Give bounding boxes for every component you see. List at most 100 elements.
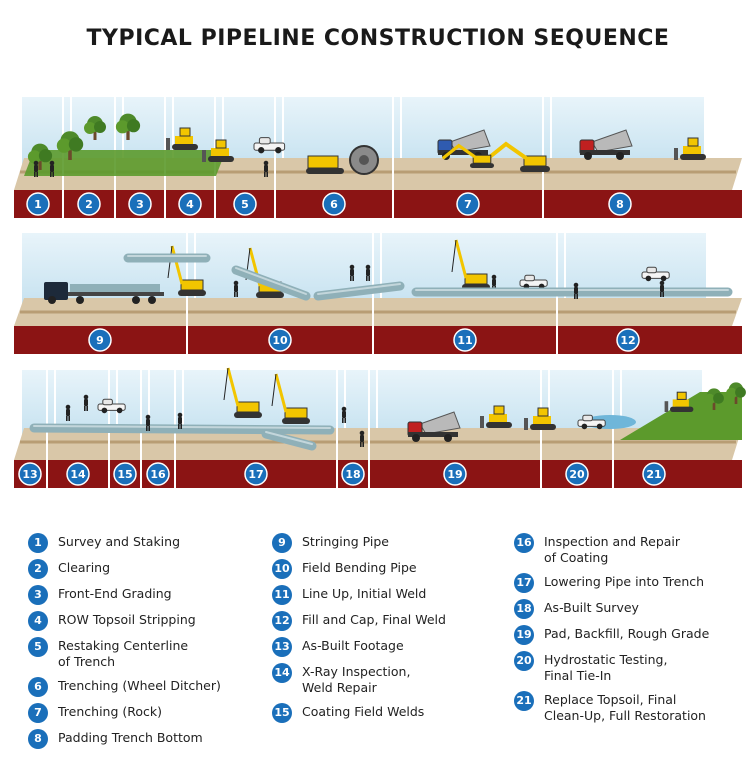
sky-panel xyxy=(346,370,376,436)
legend-number-badge: 10 xyxy=(272,559,292,579)
legend-label: As-Built Footage xyxy=(302,638,404,653)
step-number: 8 xyxy=(616,198,624,211)
tree-icon xyxy=(704,388,724,410)
legend-number-badge: 3 xyxy=(28,585,48,605)
worker-figure xyxy=(49,160,55,177)
step-number: 11 xyxy=(457,334,472,347)
step-badge-circle xyxy=(565,462,589,486)
bulldozer-icon xyxy=(664,391,694,412)
wheel-ditcher-icon xyxy=(306,145,379,175)
step-badge-8: 8 xyxy=(608,192,632,216)
step-number: 9 xyxy=(96,334,104,347)
legend-number-badge: 7 xyxy=(28,703,48,723)
step-badge-21: 21 xyxy=(642,462,666,486)
legend-label: Fill and Cap, Final Weld xyxy=(302,612,446,627)
step-badge-13: 13 xyxy=(18,462,42,486)
tree-icon xyxy=(84,116,106,140)
dump-truck-icon xyxy=(437,129,491,160)
step-badge-circle xyxy=(443,462,467,486)
step-badge-circle xyxy=(146,462,170,486)
legend-label: Stringing Pipe xyxy=(302,534,389,549)
sideboom-crane-icon xyxy=(271,373,310,424)
worker-figure xyxy=(573,282,579,299)
step-badge-circle xyxy=(642,462,666,486)
legend-number-badge: 5 xyxy=(28,637,48,657)
pickup-truck-icon xyxy=(577,414,606,430)
step-badge-15: 15 xyxy=(113,462,137,486)
step-badge-circle xyxy=(233,192,257,216)
pipe-highlight xyxy=(317,283,401,295)
step-badge-circle xyxy=(88,328,112,352)
step-badge-2: 2 xyxy=(77,192,101,216)
pickup-truck-icon xyxy=(97,398,126,414)
step-number: 1 xyxy=(34,198,42,211)
worker-figure xyxy=(233,280,239,297)
step-badge-18: 18 xyxy=(341,462,365,486)
pipe-segment xyxy=(231,265,311,301)
legend-label: Line Up, Initial Weld xyxy=(302,586,427,601)
legend-item-14: 14 X-Ray Inspection, Weld Repair xyxy=(272,663,446,696)
legend-label: Restaking Centerline of Trench xyxy=(58,638,189,669)
step-badge-12: 12 xyxy=(616,328,640,352)
sky-panel xyxy=(224,97,282,166)
ground-strip xyxy=(14,428,742,460)
dump-truck-icon xyxy=(407,411,461,442)
legend-label: Field Bending Pipe xyxy=(302,560,417,575)
legend-item-9: 9 Stringing Pipe xyxy=(272,533,446,553)
legend-label: Pad, Backfill, Rough Grade xyxy=(544,626,710,641)
step-badge-6: 6 xyxy=(322,192,346,216)
legend-label: Coating Field Welds xyxy=(302,704,425,719)
step-badge-circle xyxy=(113,462,137,486)
pickup-truck-icon xyxy=(641,266,670,282)
step-number: 7 xyxy=(464,198,472,211)
worker-figure xyxy=(359,430,365,447)
step-number: 6 xyxy=(330,198,338,211)
bulldozer-icon xyxy=(166,127,198,150)
legend-number-badge: 6 xyxy=(28,677,48,697)
step-badge-5: 5 xyxy=(233,192,257,216)
worker-figure xyxy=(33,160,39,177)
legend-label: Inspection and Repair of Coating xyxy=(544,534,681,565)
worker-figure xyxy=(83,394,89,411)
legend-number-badge: 2 xyxy=(28,559,48,579)
legend-label: Padding Trench Bottom xyxy=(58,730,203,745)
step-badge-10: 10 xyxy=(268,328,292,352)
excavator-icon xyxy=(484,141,550,172)
step-badge-circle xyxy=(453,328,477,352)
bulldozer-icon xyxy=(524,407,556,430)
bulldozer-icon xyxy=(480,405,512,428)
step-number: 18 xyxy=(345,468,360,481)
legend-label: Hydrostatic Testing, Final Tie-In xyxy=(544,652,668,683)
soil-band xyxy=(14,190,742,218)
step-badge-circle xyxy=(26,192,50,216)
pipe-highlight xyxy=(235,267,307,295)
step-number: 2 xyxy=(85,198,93,211)
step-badge-16: 16 xyxy=(146,462,170,486)
legend-label: X-Ray Inspection, Weld Repair xyxy=(302,664,411,695)
step-badge-circle xyxy=(178,192,202,216)
legend-number-badge: 14 xyxy=(272,663,292,683)
step-badge-circle xyxy=(341,462,365,486)
pipe-segment xyxy=(261,429,317,451)
step-badge-circle xyxy=(244,462,268,486)
worker-figure xyxy=(659,280,665,297)
tree-icon xyxy=(726,382,746,404)
legend-number-badge: 18 xyxy=(514,599,534,619)
sky-panel xyxy=(284,97,400,166)
legend-number-badge: 9 xyxy=(272,533,292,553)
step-number: 15 xyxy=(117,468,132,481)
legend-number-badge: 17 xyxy=(514,573,534,593)
step-badge-17: 17 xyxy=(244,462,268,486)
sideboom-crane-icon xyxy=(167,245,206,296)
step-badge-7: 7 xyxy=(456,192,480,216)
